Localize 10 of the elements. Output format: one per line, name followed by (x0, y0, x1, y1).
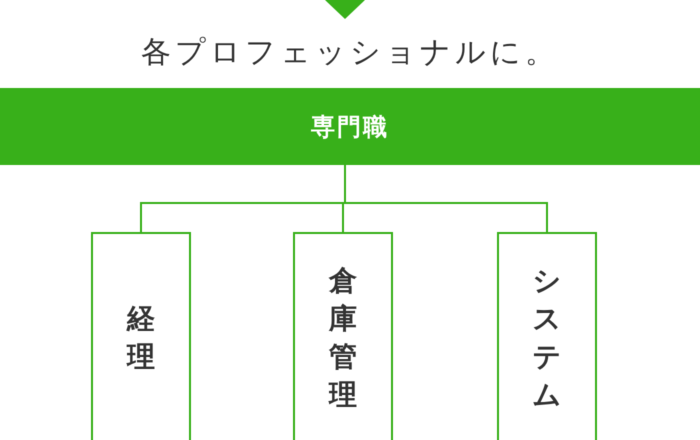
node-label: 専門職 (311, 112, 389, 142)
header-band (0, 88, 700, 165)
category-box (293, 232, 393, 440)
node-label: システム (532, 263, 562, 413)
node-label: 倉庫管理 (328, 263, 358, 413)
node-label: 経理 (126, 301, 156, 375)
connector-line (344, 165, 548, 232)
category-box (91, 232, 191, 440)
category-box (497, 232, 597, 440)
heading: 各プロフェッショナルに。 (141, 35, 559, 70)
